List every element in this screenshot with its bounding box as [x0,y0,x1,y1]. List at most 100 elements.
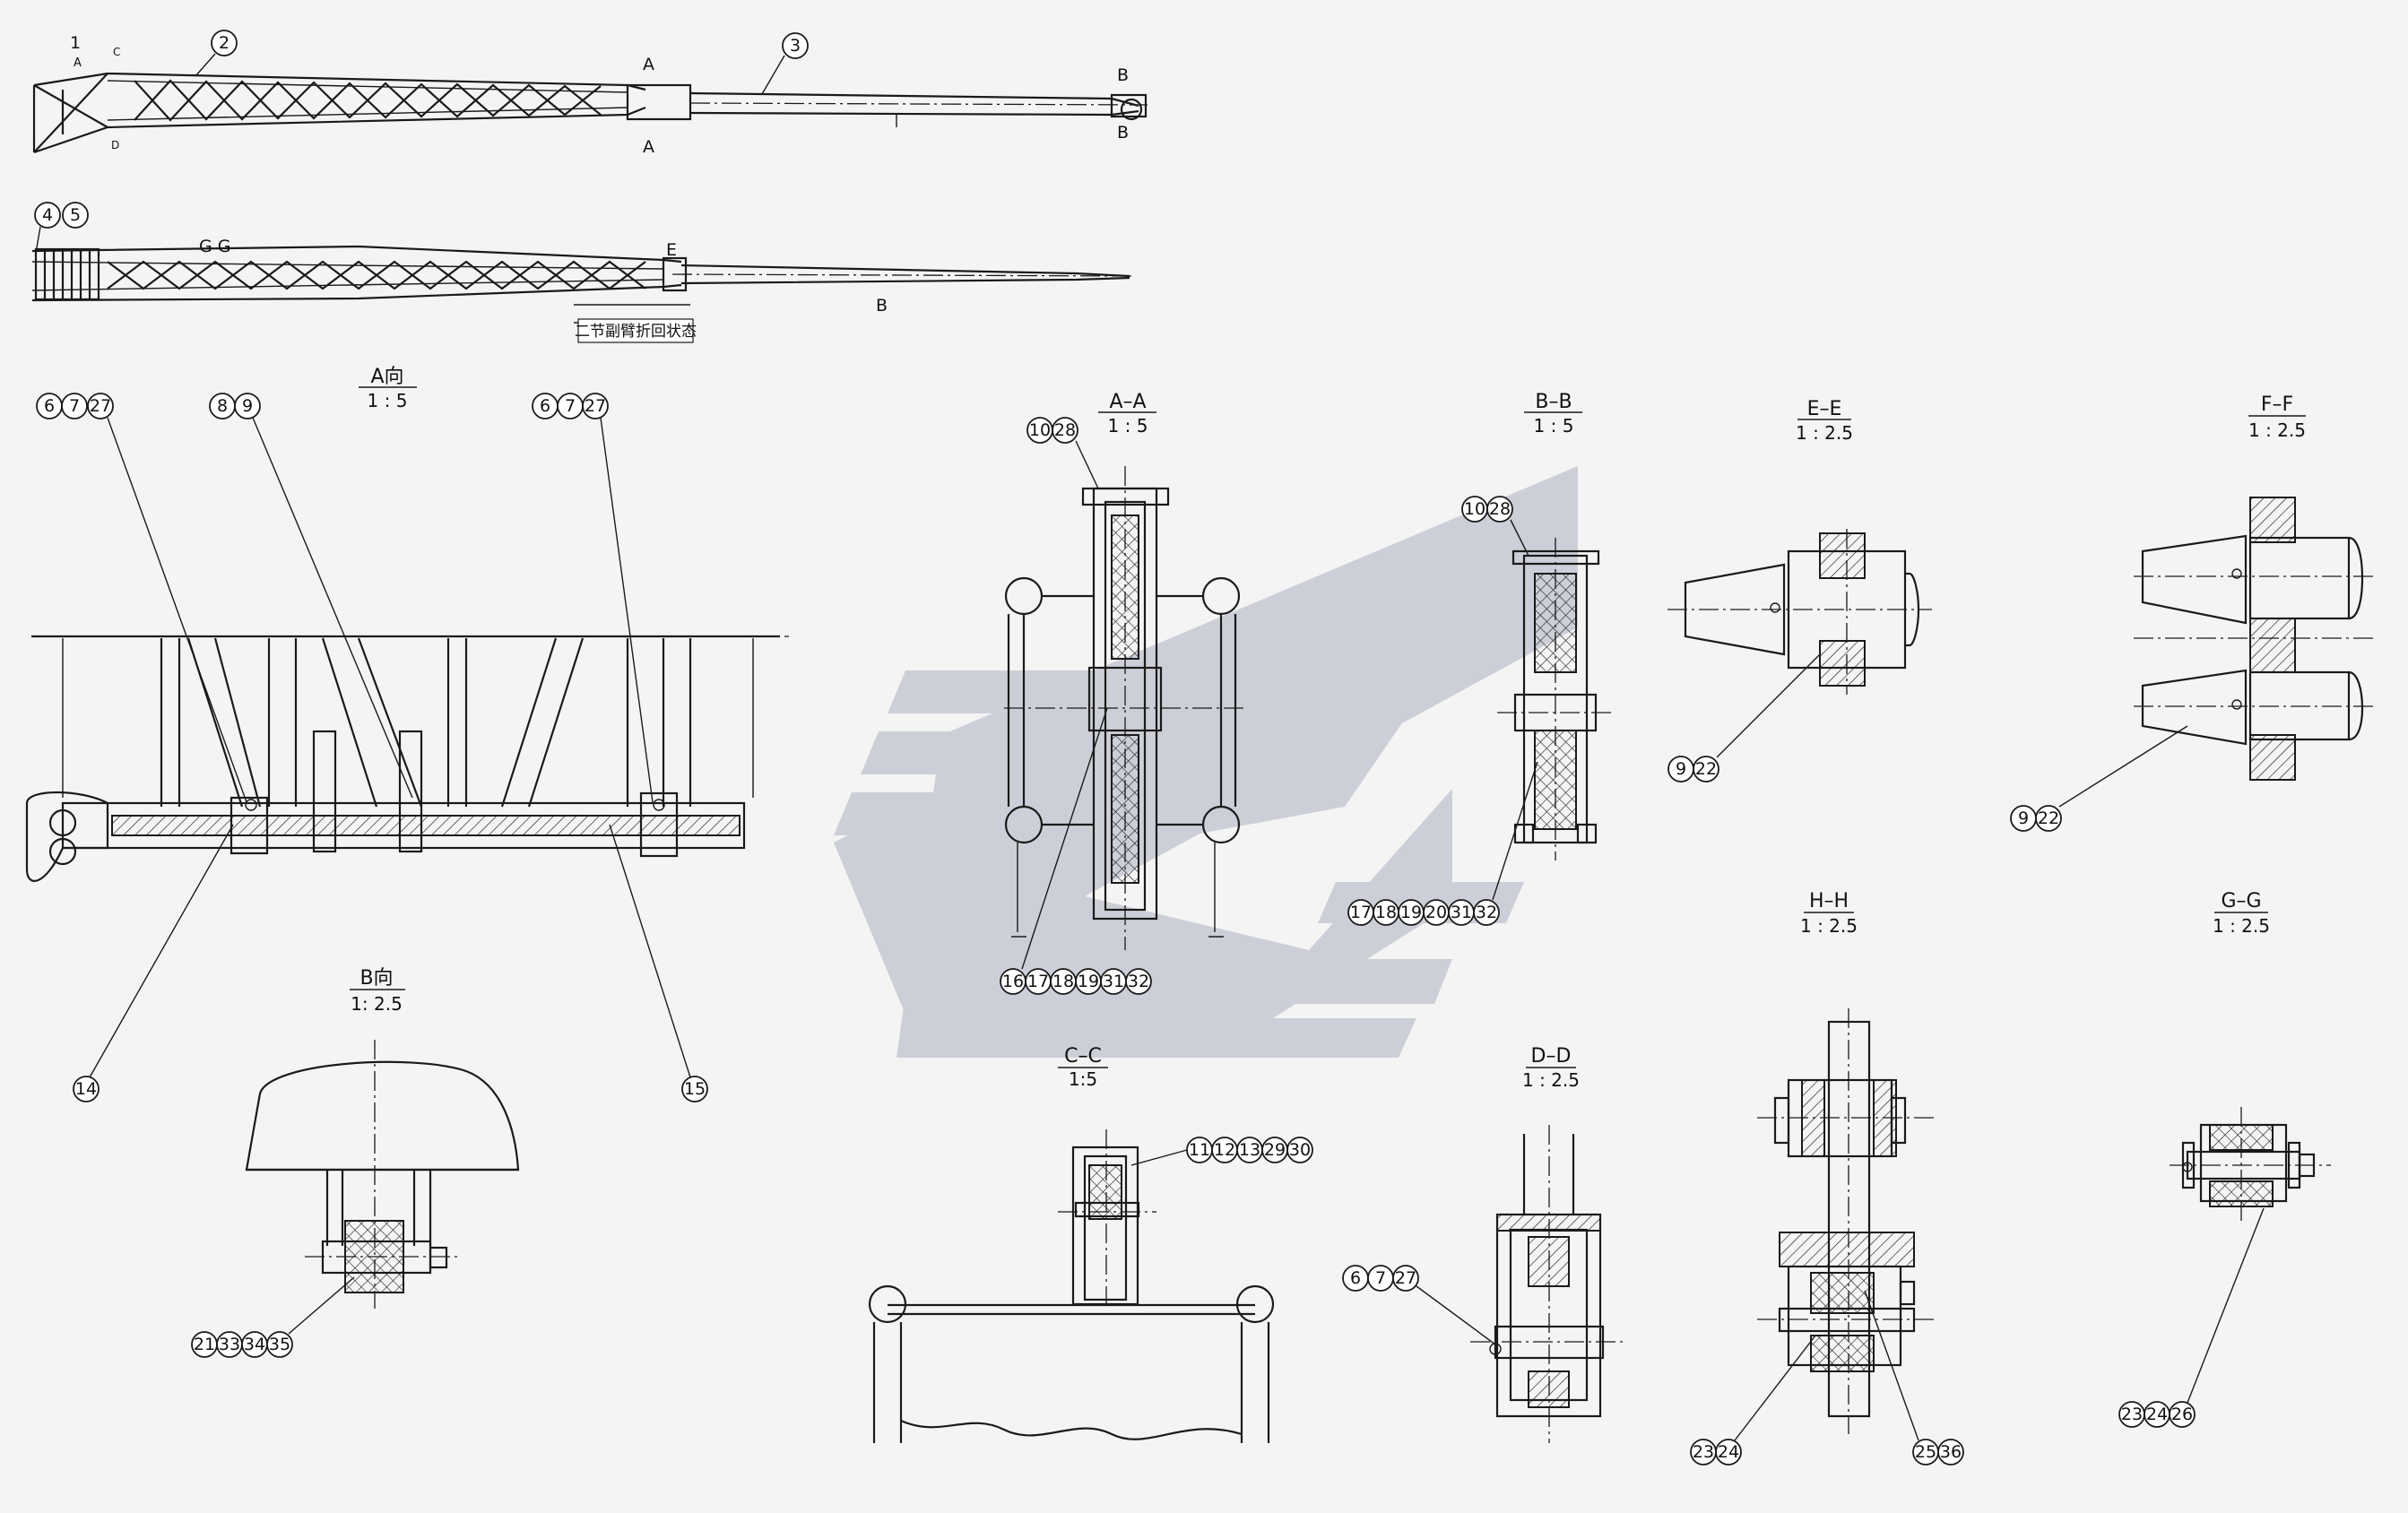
aa-callout-28: 28 [1054,420,1076,440]
section-mark-A-bottom: A [643,137,654,157]
view-bb-title: B–B [1535,391,1572,413]
svg-text:5: 5 [70,205,81,225]
hh-callout-36: 36 [1940,1442,1962,1462]
dd-callout-6: 6 [1350,1268,1361,1288]
view-d-d: D–D 1 : 2.5 6 7 27 [1342,1045,1623,1443]
bdir-callout-35: 35 [269,1335,290,1354]
view-hh-title: H–H [1809,890,1849,912]
view-ff-title: F–F [2261,393,2293,416]
view-cc-scale: 1:5 [1069,1068,1097,1090]
cc-callout-30: 30 [1289,1140,1311,1160]
view-a: A向 1 : 5 6 7 27 8 9 6 7 27 14 15 [25,366,789,1102]
bdir-callout-21: 21 [194,1335,215,1354]
bb-callout-19: 19 [1400,903,1422,922]
view-dd-title: D–D [1531,1045,1572,1068]
a-callout-15: 15 [684,1079,706,1099]
bb-callout-18: 18 [1375,903,1397,922]
cc-callout-12: 12 [1214,1140,1235,1160]
view-c-c: C–C 1:5 11 12 13 29 30 [868,1045,1313,1443]
ff-callout-22: 22 [2038,808,2059,828]
cc-callout-13: 13 [1239,1140,1260,1160]
label-1: 1 [70,33,81,53]
part-bubble-2: 2 [195,30,238,77]
a-callout-8: 8 [217,396,228,416]
view-bdir-scale: 1: 2.5 [351,993,403,1015]
ff-callout-9: 9 [2018,808,2029,828]
view-gg-title: G–G [2221,890,2261,912]
view-e-e: E–E 1 : 2.5 9 22 [1667,398,1932,782]
hh-callout-25: 25 [1915,1442,1936,1462]
view-b-b: B–B 1 : 5 10 28 17 18 19 20 31 32 [1347,391,1614,926]
fold-note-box [577,318,694,343]
part-bubble-5: 5 [35,202,89,254]
boom-folded-elevation [31,245,1135,324]
lattice-diagonals [134,79,602,122]
hh-callout-23: 23 [1693,1442,1714,1462]
part-bubble-4: 4 [34,202,61,229]
view-bb-scale: 1 : 5 [1534,415,1574,437]
cc-callout-29: 29 [1264,1140,1286,1160]
svg-text:2: 2 [219,33,230,53]
a-callout-27b: 27 [585,396,606,416]
view-a-a: A–A 1 : 5 10 28 16 17 18 19 31 32 [1000,391,1246,995]
section-mark-GG: G G [199,237,231,256]
dd-callout-7: 7 [1375,1268,1386,1288]
aa-callout-16: 16 [1002,972,1024,991]
view-h-h: H–H 1 : 2.5 23 24 25 36 [1690,890,1964,1465]
view-ee-title: E–E [1807,398,1842,420]
aa-callout-17: 17 [1027,972,1049,991]
view-gg-scale: 1 : 2.5 [2213,915,2270,937]
view-a-title: A向 [370,366,403,388]
view-ee-scale: 1 : 2.5 [1796,422,1853,444]
aa-callout-19: 19 [1078,972,1099,991]
bb-callout-17: 17 [1350,903,1372,922]
a-callout-9: 9 [242,396,253,416]
a-callout-6b: 6 [540,396,550,416]
view-aa-title: A–A [1109,391,1146,413]
view-ff-scale: 1 : 2.5 [2248,419,2306,441]
view-dd-scale: 1 : 2.5 [1522,1069,1580,1091]
view-aa-scale: 1 : 5 [1108,415,1148,437]
aa-callout-10: 10 [1029,420,1051,440]
cc-callout-11: 11 [1189,1140,1210,1160]
a-callout-7: 7 [69,396,80,416]
label-D: D [111,139,119,151]
watermark-logo [834,466,1578,1058]
bdir-callout-33: 33 [219,1335,240,1354]
part-bubble-3: 3 [761,32,809,95]
fold-note: 二节副臂折回状态 [575,323,697,341]
svg-text:3: 3 [790,36,801,56]
a-callout-14: 14 [75,1079,97,1099]
boom-elevation [32,72,1148,154]
bb-callout-32: 32 [1476,903,1497,922]
label-B-folded: B [876,296,888,316]
dd-callout-27: 27 [1395,1268,1416,1288]
gg-callout-24: 24 [2146,1405,2168,1424]
a-callout-27: 27 [90,396,111,416]
view-f-f: F–F 1 : 2.5 9 22 [2010,393,2376,832]
view-hh-scale: 1 : 2.5 [1800,915,1858,937]
section-mark-E: E [666,240,677,260]
view-cc-title: C–C [1064,1045,1102,1068]
section-mark-B-top: B [1117,65,1129,85]
view-bdir-title: B向 [359,967,393,990]
gg-callout-23: 23 [2121,1405,2143,1424]
bdir-callout-34: 34 [244,1335,265,1354]
view-g-g: G–G 1 : 2.5 23 24 26 [2118,890,2331,1428]
gg-callout-26: 26 [2171,1405,2193,1424]
aa-callout-18: 18 [1052,972,1074,991]
label-A: A [74,56,82,70]
view-a-scale: 1 : 5 [368,390,408,411]
hh-callout-24: 24 [1718,1442,1739,1462]
a-callout-7b: 7 [565,396,576,416]
bb-callout-31: 31 [1451,903,1472,922]
label-C: C [113,46,120,58]
aa-callout-32: 32 [1128,972,1149,991]
bb-callout-10: 10 [1464,499,1486,519]
section-mark-B-bottom: B [1117,123,1129,143]
view-b-direction: B向 1: 2.5 21 33 34 35 [191,967,520,1358]
aa-callout-31: 31 [1103,972,1124,991]
bb-callout-28: 28 [1489,499,1511,519]
